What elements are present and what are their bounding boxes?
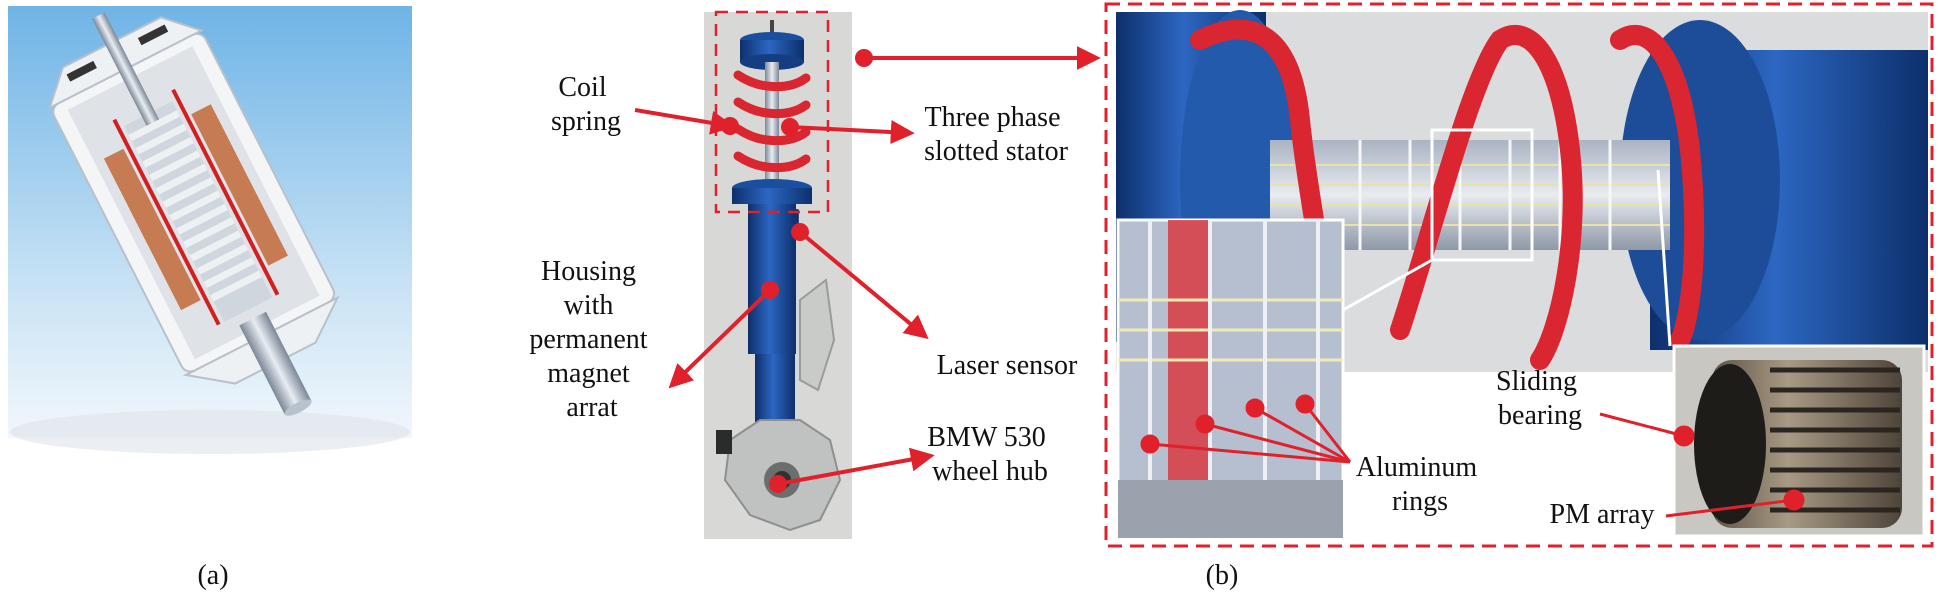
label-housing: Housing with permanent magnet arrat	[529, 256, 654, 423]
arrow-coil-spring	[634, 108, 735, 135]
panel-a: (a)	[8, 6, 412, 591]
panel-b-caption: (b)	[1206, 560, 1239, 591]
middle-callouts: Coil spring Three phase slotted stator H…	[529, 46, 1101, 493]
inset-aluminum-rings	[1116, 218, 1433, 540]
label-laser-sensor: Laser sensor	[937, 350, 1078, 381]
bearing-link-line	[1656, 169, 1672, 347]
label-three-phase-stator: Three phase slotted stator	[924, 102, 1069, 167]
cad-magnet-right	[191, 104, 288, 266]
label-pm-array: PM array	[1550, 499, 1655, 530]
panel-b-dashed-frame	[1104, 2, 1934, 548]
label-coil-spring: Coil spring	[551, 72, 621, 137]
panel-a-caption: (a)	[197, 560, 228, 591]
photo-coil-spring	[733, 70, 811, 173]
panel-b: Sliding bearing Aluminum rings PM array …	[1104, 2, 1934, 591]
arrow-wheel-hub	[777, 447, 935, 486]
label-sliding-bearing: Sliding bearing	[1496, 366, 1584, 431]
zoom-link-line	[1342, 258, 1433, 312]
cad-magnet-left	[103, 148, 201, 311]
suspension-photo-panel	[704, 10, 852, 539]
label-aluminum-rings: Aluminum rings	[1356, 452, 1484, 517]
arrow-laser-sensor	[798, 230, 929, 340]
label-wheel-hub: BMW 530 wheel hub	[927, 422, 1053, 487]
cad-actuator-model	[48, 12, 340, 416]
arrow-three-phase	[789, 120, 915, 145]
zoom-source-box	[1430, 128, 1534, 262]
cad-ground-shadow	[10, 410, 410, 454]
cad-piston-rod	[239, 311, 312, 415]
photo-housing	[748, 204, 796, 354]
arrow-housing	[668, 288, 772, 389]
cad-coil-stack	[124, 101, 273, 322]
